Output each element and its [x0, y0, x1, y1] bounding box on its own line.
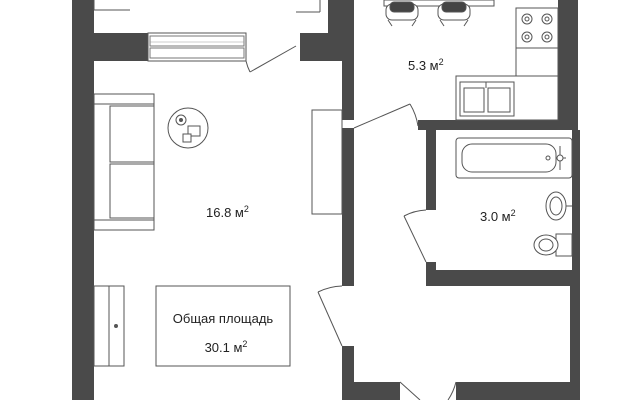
wall-right-lower [570, 286, 580, 400]
bathroom-door[interactable] [403, 209, 427, 263]
wall-center-partition-lower [342, 128, 354, 286]
wall-bath-bottom [426, 270, 580, 286]
walls [72, 0, 580, 400]
total-area-value: 30.1 м2 [205, 339, 248, 355]
toilet [533, 233, 573, 257]
thin-lines [93, 0, 321, 13]
living-room-door[interactable] [317, 285, 343, 347]
living-window [147, 32, 247, 62]
bathtub [455, 137, 573, 179]
wall-center-partition-bottom [342, 346, 354, 400]
balcony-door[interactable] [245, 45, 297, 73]
wall-bath-left [426, 130, 436, 210]
bathroom-area: 3.0 м2 [480, 208, 516, 224]
wall-living-top-right [300, 33, 342, 61]
stove [515, 7, 559, 49]
kitchen-area: 5.3 м2 [408, 57, 444, 73]
wall-bottom-center [354, 382, 400, 400]
kitchen-sink [459, 81, 515, 117]
wall-kitchen-bath [418, 120, 578, 130]
total-area-box [155, 285, 291, 367]
total-area-label: Общая площадь [173, 311, 274, 326]
kitchen-door[interactable] [353, 103, 419, 129]
wall-kitchen-right [558, 0, 578, 120]
living-room-area: 16.8 м2 [206, 204, 249, 220]
outer-wall-left [72, 0, 94, 400]
entrance-door[interactable] [399, 381, 457, 400]
wall-bath-right [572, 130, 580, 286]
sofa [93, 93, 155, 231]
wall-living-top-left [72, 33, 148, 61]
coffee-table [167, 107, 209, 149]
wall-center-partition [342, 0, 354, 120]
washbasin [545, 191, 572, 221]
wardrobe [93, 285, 125, 367]
tv-cabinet [311, 109, 343, 215]
wall-bottom-right [456, 382, 580, 400]
wall-upper-column [328, 0, 342, 33]
dining-set [383, 0, 495, 27]
